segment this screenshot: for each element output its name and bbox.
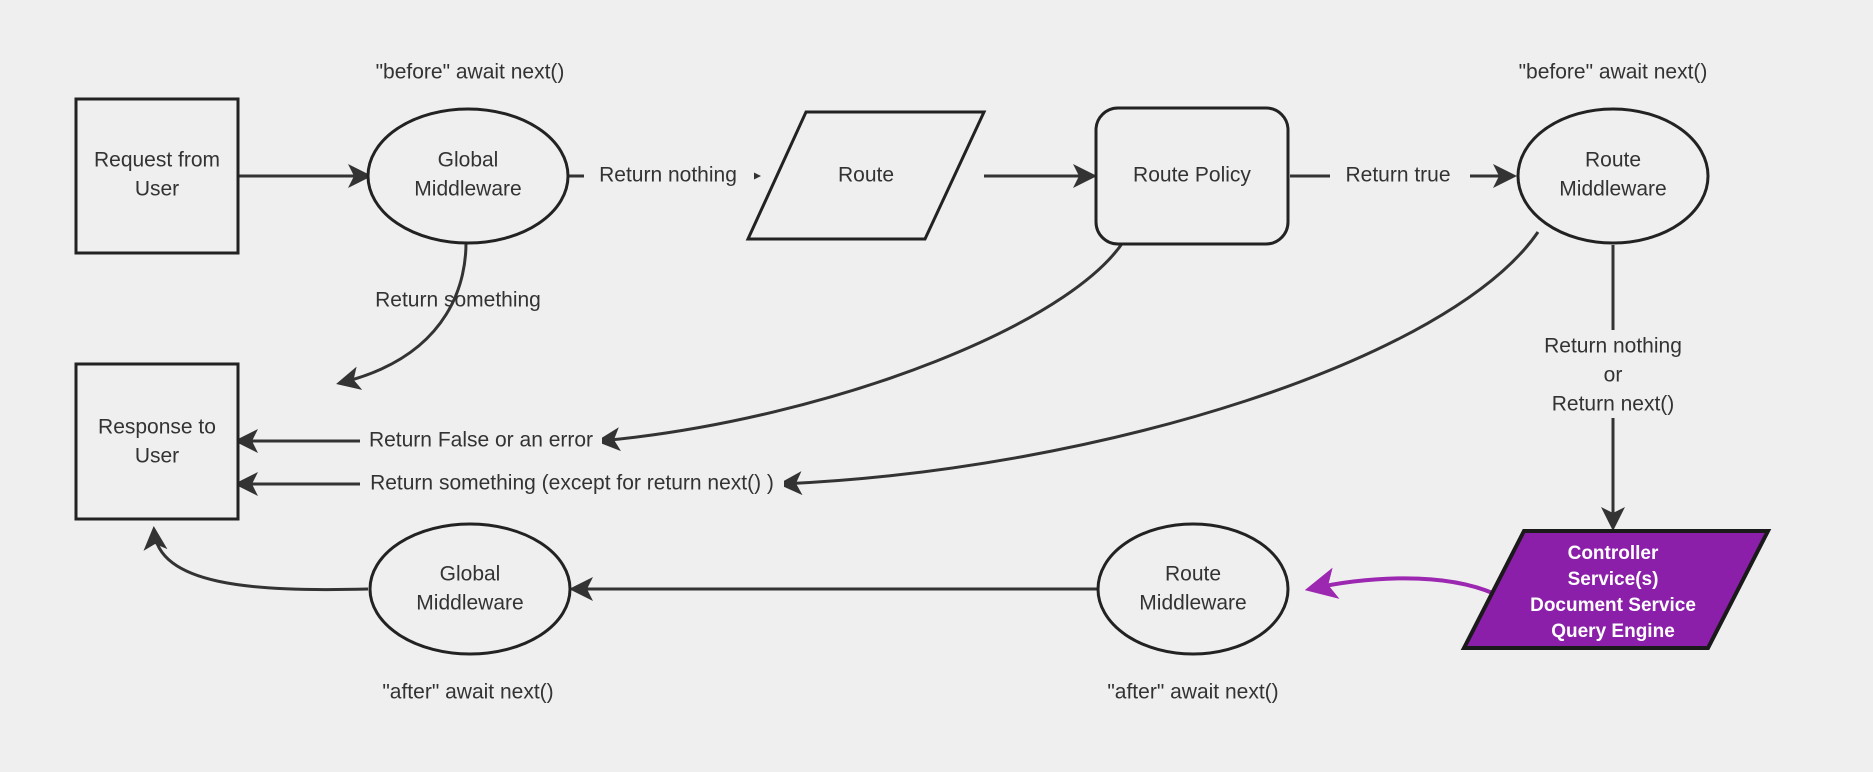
node-global-middleware-top[interactable]: Global Middleware (366, 107, 570, 245)
controller-services-line1: Controller (1568, 543, 1659, 564)
label-bg-return-nothing-or (1530, 330, 1698, 418)
label-bg-return-something-except (360, 468, 784, 500)
route-middleware-bottom-line1: Route (1165, 563, 1221, 586)
edge-global-bottom-to-response (143, 526, 369, 592)
edges-layer (143, 164, 1625, 601)
controller-services-line4: Query Engine (1551, 621, 1675, 642)
annotation-after-global: "after" await next() (382, 681, 553, 704)
route-middleware-top-line1: Route (1585, 149, 1641, 172)
route-middleware-top-line2: Middleware (1559, 178, 1666, 201)
edge-policy-return-false (596, 227, 1133, 452)
edge-global-return-something (336, 242, 468, 390)
edge-controller-to-routemw-bottom (1304, 567, 1496, 599)
route-label: Route (838, 164, 894, 187)
node-response-to-user[interactable]: Response to User (74, 362, 240, 521)
controller-services-line3: Document Service (1530, 595, 1696, 616)
response-to-user-line2: User (135, 445, 179, 468)
controller-services-line2: Service(s) (1568, 569, 1659, 590)
label-return-something-except: Return something (except for return next… (370, 472, 774, 495)
request-from-user-line2: User (135, 178, 179, 201)
node-route-middleware-top[interactable]: Route Middleware (1516, 107, 1710, 245)
label-return-nothing: Return nothing (599, 164, 737, 187)
label-return-false-or-error: Return False or an error (369, 429, 593, 452)
annotation-after-route: "after" await next() (1107, 681, 1278, 704)
label-bg-return-true (1330, 160, 1470, 192)
route-middleware-bottom-line2: Middleware (1139, 592, 1246, 615)
node-route[interactable]: Route (745, 110, 987, 241)
label-return-nothing-or-2: or (1604, 364, 1623, 387)
label-return-nothing-or-1: Return nothing (1544, 335, 1682, 358)
annotation-before-global: "before" await next() (376, 61, 565, 84)
node-request-from-user[interactable]: Request from User (74, 97, 240, 255)
annotation-before-route: "before" await next() (1519, 61, 1708, 84)
route-policy-label: Route Policy (1133, 164, 1251, 187)
global-middleware-top-line1: Global (438, 149, 499, 172)
nodes-layer: Request from User Global Middleware Rout… (74, 97, 1772, 656)
label-return-something: Return something (375, 289, 541, 312)
edge-routemw-return-something (778, 231, 1540, 496)
label-return-nothing-or-3: Return next() (1552, 393, 1675, 416)
global-middleware-bottom-line1: Global (440, 563, 501, 586)
label-return-true: Return true (1345, 164, 1450, 187)
global-middleware-top-line2: Middleware (414, 178, 521, 201)
request-from-user-line1: Request from (94, 149, 220, 172)
labels-layer: Return nothing Return true Return someth… (360, 61, 1707, 704)
global-middleware-bottom-line2: Middleware (416, 592, 523, 615)
node-controller-services[interactable]: Controller Service(s) Document Service Q… (1460, 529, 1772, 650)
response-to-user-line1: Response to (98, 416, 216, 439)
label-bg-return-false (360, 425, 602, 457)
node-global-middleware-bottom[interactable]: Global Middleware (368, 522, 572, 656)
node-route-middleware-bottom[interactable]: Route Middleware (1096, 522, 1290, 656)
label-bg-return-nothing (584, 160, 754, 192)
node-route-policy[interactable]: Route Policy (1094, 106, 1290, 246)
